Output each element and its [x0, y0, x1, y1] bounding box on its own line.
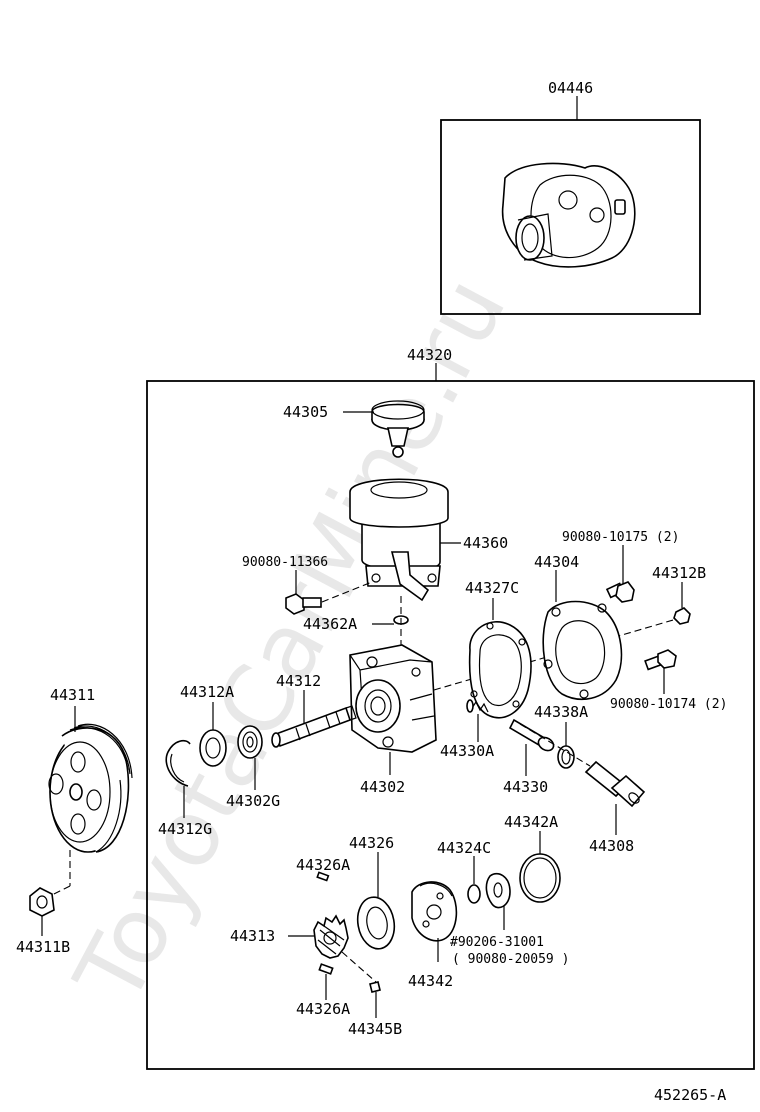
bearing-44302g: [237, 725, 263, 759]
label-44311: 44311: [50, 686, 95, 704]
gasket-44327c: [468, 621, 532, 719]
label-44326a-bottom: 44326A: [296, 1000, 350, 1018]
seal-44312a: [199, 729, 227, 767]
gasket-kit-frame: [440, 119, 701, 315]
label-44308: 44308: [589, 837, 634, 855]
pulley-44311: [48, 723, 133, 853]
nut-44312b: [673, 607, 691, 625]
flow-control-valve-44330: [508, 718, 555, 752]
label-44342: 44342: [408, 972, 453, 990]
reservoir-tank: [349, 478, 449, 602]
label-44312a: 44312A: [180, 683, 234, 701]
rear-cover-44304: [542, 600, 623, 701]
label-90080-10175: 90080-10175 (2): [562, 530, 679, 545]
snap-ring-44312g: [165, 739, 191, 787]
label-44320: 44320: [407, 346, 452, 364]
side-plate-44342: [411, 881, 458, 942]
union-44308: [584, 760, 646, 808]
bolt-90080-10174: [644, 649, 677, 671]
axis-90080-11366: [321, 581, 373, 603]
axis-rotor: [341, 951, 377, 983]
label-44360: 44360: [463, 534, 508, 552]
pin-44326a-top: [316, 871, 330, 882]
label-44312g: 44312G: [158, 820, 212, 838]
label-90080-11366: 90080-11366: [242, 555, 328, 570]
axis-pump-rear: [433, 617, 681, 691]
nut-44311b: [29, 887, 55, 917]
label-44326a-top: 44326A: [296, 856, 350, 874]
label-90206-31001: #90206-31001: [450, 935, 544, 950]
label-44305: 44305: [283, 403, 328, 421]
axis-valve: [519, 723, 591, 767]
key-44345b: [369, 981, 381, 993]
label-44324c: 44324C: [437, 839, 491, 857]
cam-ring-44326: [356, 896, 396, 950]
label-44312b: 44312B: [652, 564, 706, 582]
label-04446: 04446: [548, 79, 593, 97]
o-ring-44342a: [519, 853, 561, 903]
seal-ring-90206: [485, 872, 511, 909]
label-44330: 44330: [503, 778, 548, 796]
gasket-kit-drawing: [501, 162, 636, 268]
label-44302g: 44302G: [226, 792, 280, 810]
label-44313: 44313: [230, 927, 275, 945]
figure-reference: 452265-A: [654, 1086, 726, 1104]
pin-44326a-bottom: [318, 963, 334, 975]
label-44362a: 44362A: [303, 615, 357, 633]
bolt-90080-10175: [605, 581, 635, 603]
reservoir-cap: [371, 400, 425, 458]
label-90080-10174: 90080-10174 (2): [610, 697, 727, 712]
rotor-44313: [313, 914, 349, 959]
label-90080-20059: ( 90080-20059 ): [452, 952, 569, 967]
o-ring-44324c: [467, 884, 481, 904]
label-44311b: 44311B: [16, 938, 70, 956]
label-44330a: 44330A: [440, 742, 494, 760]
label-44345b: 44345B: [348, 1020, 402, 1038]
spring-44330a: [466, 699, 489, 713]
label-44327c: 44327C: [465, 579, 519, 597]
label-44302: 44302: [360, 778, 405, 796]
pump-body: [349, 644, 437, 753]
label-44338a: 44338A: [534, 703, 588, 721]
axis-pulley-2: [49, 885, 71, 897]
label-44342a: 44342A: [504, 813, 558, 831]
shaft-44312: [271, 705, 357, 748]
label-44312: 44312: [276, 672, 321, 690]
label-44326: 44326: [349, 834, 394, 852]
o-ring-44338a: [557, 745, 575, 769]
label-44304: 44304: [534, 553, 579, 571]
pump-assembly-frame: [146, 380, 755, 1070]
